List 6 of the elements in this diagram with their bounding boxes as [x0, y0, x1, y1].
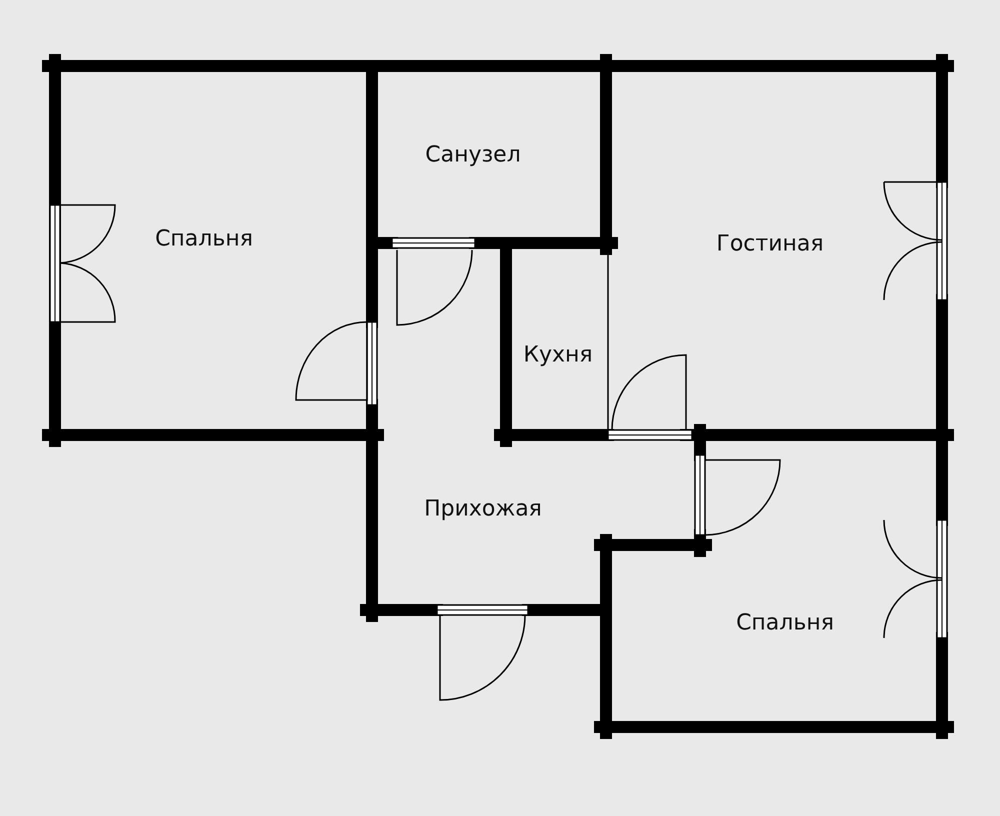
room-label: Спальня: [155, 226, 253, 252]
room-label: Гостиная: [716, 232, 824, 256]
room-label: Спальня: [736, 610, 834, 636]
room-label: Кухня: [523, 342, 593, 368]
room-label: Прихожая: [424, 496, 542, 522]
room-label: Санузел: [425, 142, 521, 168]
